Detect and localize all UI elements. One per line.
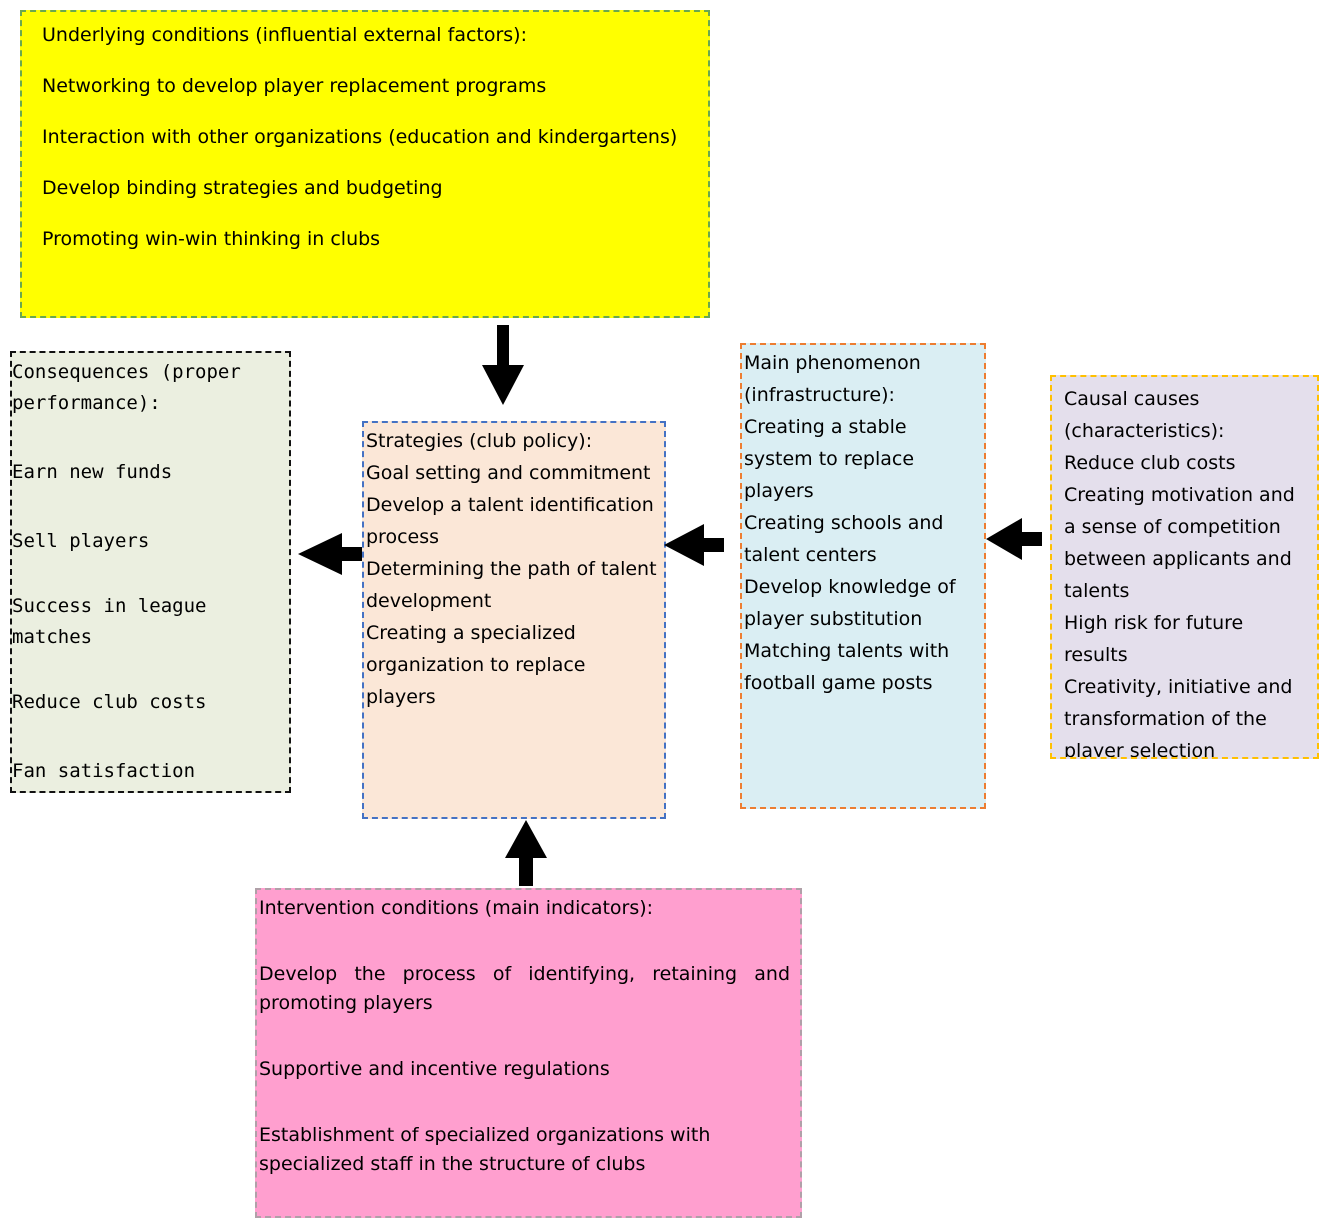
consequences-item: Sell players [12, 530, 150, 552]
causal-causes-item: Creating motivation and a sense of compe… [1064, 484, 1295, 602]
underlying-item: Interaction with other organizations (ed… [42, 126, 678, 148]
underlying-conditions-box: Underlying conditions (influential exter… [20, 10, 710, 318]
strategies-box: Strategies (club policy): Goal setting a… [362, 421, 666, 819]
underlying-conditions-title: Underlying conditions (influential exter… [42, 24, 528, 46]
strategies-item: Determining the path of talent developme… [366, 558, 657, 612]
causal-causes-item: Creativity, initiative and transformatio… [1064, 676, 1293, 759]
arrow-left-icon [986, 518, 1042, 560]
main-phenomenon-item: Matching talents with football game post… [744, 640, 950, 694]
underlying-item: Promoting win-win thinking in clubs [42, 228, 381, 250]
main-phenomenon-box: Main phenomenon (infrastructure): Creati… [740, 343, 986, 809]
arrow-down-icon [482, 325, 524, 405]
arrow-left-icon [298, 533, 362, 575]
intervention-conditions-box: Intervention conditions (main indicators… [255, 888, 802, 1218]
consequences-item: Success in league matches [12, 595, 207, 648]
arrow-up-icon [505, 820, 547, 886]
intervention-item: Supportive and incentive regulations [259, 1058, 610, 1080]
intervention-conditions-title: Intervention conditions (main indicators… [259, 897, 654, 919]
consequences-item: Fan satisfaction [12, 760, 196, 782]
causal-causes-item: Reduce club costs [1064, 452, 1236, 474]
strategies-item: Goal setting and commitment [366, 462, 651, 484]
strategies-item: Creating a specialized organization to r… [366, 622, 586, 708]
arrow-left-icon [664, 524, 724, 566]
intervention-item: Develop the process of identifying, reta… [259, 963, 790, 1014]
causal-causes-item: High risk for future results [1064, 612, 1244, 666]
main-phenomenon-title: Main phenomenon (infrastructure): [744, 352, 921, 406]
intervention-item: Establishment of specialized organizatio… [259, 1124, 711, 1175]
consequences-title: Consequences (proper performance): [12, 361, 241, 414]
underlying-item: Develop binding strategies and budgeting [42, 177, 443, 199]
underlying-item: Networking to develop player replacement… [42, 75, 547, 97]
causal-causes-title: Causal causes (characteristics): [1064, 388, 1225, 442]
consequences-item: Reduce club costs [12, 691, 207, 713]
consequences-box: Consequences (proper performance): Earn … [10, 351, 291, 793]
strategies-title: Strategies (club policy): [366, 430, 593, 452]
consequences-item: Earn new funds [12, 461, 173, 483]
main-phenomenon-item: Creating a stable system to replace play… [744, 416, 915, 502]
strategies-item: Develop a talent identification process [366, 494, 654, 548]
causal-causes-box: Causal causes (characteristics): Reduce … [1050, 375, 1319, 759]
main-phenomenon-item: Creating schools and talent centers [744, 512, 944, 566]
main-phenomenon-item: Develop knowledge of player substitution [744, 576, 956, 630]
